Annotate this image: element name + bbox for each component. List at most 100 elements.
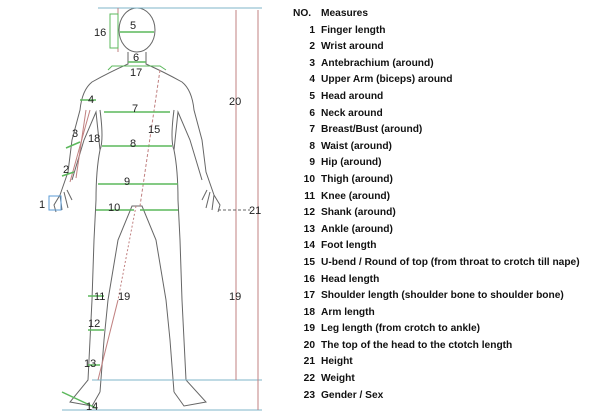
label-10: 10 (108, 202, 121, 214)
table-row: 10 Thigh (around) (293, 172, 598, 189)
header-measures: Measures (321, 8, 369, 19)
row-number: 4 (309, 74, 315, 86)
row-number: 8 (309, 140, 315, 152)
label-13: 13 (84, 358, 97, 370)
row-measure: Antebrachium (around) (321, 57, 434, 69)
table-row: 11 Knee (around) (293, 189, 598, 206)
row-measure: The top of the head to the ctotch length (321, 339, 513, 351)
row-number: 6 (309, 107, 315, 119)
label-12: 12 (88, 318, 101, 330)
row-number: 22 (303, 373, 315, 385)
row-measure: Waist (around) (321, 140, 392, 152)
row-number: 1 (309, 24, 315, 36)
row-number: 2 (309, 41, 315, 53)
table-row: 17 Shoulder length (shoulder bone to shou… (293, 288, 598, 305)
table-row: 18 Arm length (293, 305, 598, 322)
table-row: 2 Wrist around (293, 39, 598, 56)
row-measure: Hip (around) (321, 157, 382, 169)
row-measure: Shank (around) (321, 207, 396, 219)
row-measure: Ankle (around) (321, 223, 393, 235)
label-5: 5 (130, 20, 137, 32)
label-21: 21 (249, 205, 262, 217)
label-6: 6 (133, 52, 140, 64)
reference-lines (62, 7, 262, 411)
table-row: 21 Height (293, 354, 598, 371)
table-row: 5 Head around (293, 89, 598, 106)
row-measure: Gender / Sex (321, 389, 384, 401)
row-number: 15 (303, 256, 315, 268)
table-row: 3 Antebrachium (around) (293, 56, 598, 73)
finger-length-box (48, 195, 62, 211)
table-row: 23 Gender / Sex (293, 388, 598, 405)
label-18: 18 (88, 133, 101, 145)
row-measure: Neck around (321, 107, 383, 119)
table-row: 8 Waist (around) (293, 139, 598, 156)
circumference-lines (61, 31, 178, 409)
row-number: 5 (309, 90, 315, 102)
body-outline-diagram (48, 7, 262, 411)
row-measure: Leg length (from crotch to ankle) (321, 323, 481, 335)
table-row: 20 The top of the head to the ctotch leng… (293, 338, 598, 355)
row-measure: Upper Arm (biceps) around (321, 74, 453, 86)
label-17: 17 (130, 67, 143, 79)
row-number: 16 (303, 273, 315, 285)
row-measure: Foot length (321, 240, 377, 252)
row-number: 13 (303, 223, 315, 235)
row-measure: Head length (321, 273, 380, 285)
row-number: 11 (304, 190, 315, 202)
label-16: 16 (94, 27, 107, 39)
row-measure: Weight (321, 373, 355, 385)
table-row: 16 Head length (293, 272, 598, 289)
body-silhouette (53, 7, 221, 407)
table-row: 1 Finger length (293, 23, 598, 40)
table-row: 4 Upper Arm (biceps) around (293, 72, 598, 89)
arm-length-line (75, 109, 87, 179)
row-measure: Thigh (around) (321, 173, 393, 185)
row-number: 18 (303, 306, 315, 318)
row-measure: Finger length (321, 24, 386, 36)
label-15: 15 (148, 124, 161, 136)
table-row: 9 Hip (around) (293, 155, 598, 172)
label-1: 1 (39, 199, 46, 211)
head-length-bracket (109, 13, 119, 49)
body-measurement-figure: 5 16 6 17 4 7 20 3 18 15 8 2 9 1 10 21 1… (0, 0, 290, 417)
row-measure: Wrist around (321, 41, 384, 53)
label-4: 4 (88, 94, 95, 106)
row-number: 7 (309, 124, 315, 136)
table-row: 6 Neck around (293, 106, 598, 123)
row-number: 20 (303, 339, 315, 351)
label-8: 8 (130, 138, 137, 150)
label-19-right: 19 (229, 291, 242, 303)
label-3: 3 (72, 128, 79, 140)
row-measure: Shoulder length (shoulder bone to should… (321, 290, 564, 302)
row-number: 23 (303, 389, 315, 401)
table-row: 22 Weight (293, 371, 598, 388)
row-number: 21 (303, 356, 315, 368)
label-11: 11 (94, 291, 106, 303)
label-14: 14 (86, 401, 99, 413)
row-measure: Knee (around) (321, 190, 391, 202)
row-measure: Height (321, 356, 353, 368)
row-measure: U-bend / Round of top (from throat to cr… (321, 256, 580, 268)
row-measure: Head around (321, 90, 384, 102)
label-9: 9 (124, 176, 131, 188)
row-number: 9 (309, 157, 315, 169)
row-measure: Arm length (321, 306, 375, 318)
row-number: 17 (303, 290, 315, 302)
row-number: 10 (303, 173, 315, 185)
label-19-leg: 19 (118, 291, 131, 303)
row-number: 14 (303, 240, 315, 252)
table-rows: 1 Finger length 2 Wrist around 3 Antebrachium… (293, 23, 598, 405)
label-20: 20 (229, 96, 242, 108)
label-2: 2 (63, 164, 70, 176)
row-number: 19 (303, 323, 315, 335)
shoulder-length-bracket (107, 65, 167, 71)
table-row: 14 Foot length (293, 238, 598, 255)
table-row: 15 U-bend / Round of top (from throat to … (293, 255, 598, 272)
label-7: 7 (132, 103, 139, 115)
table-row: 19 Leg length (from crotch to ankle) (293, 321, 598, 338)
row-number: 3 (309, 57, 315, 69)
